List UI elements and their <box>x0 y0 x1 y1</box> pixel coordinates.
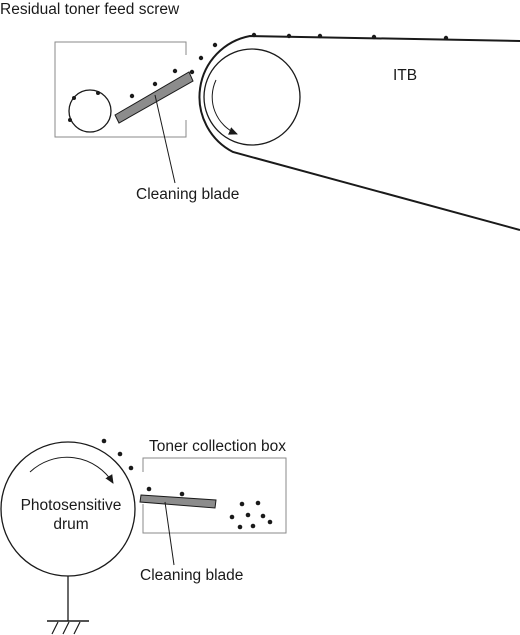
itb-blade-leader-line <box>154 94 176 184</box>
screw-housing <box>54 41 187 138</box>
drum-cleaning-blade <box>139 494 217 509</box>
drum-toner-particles <box>101 438 185 497</box>
itb-cleaning-blade <box>114 71 194 124</box>
drum-cleaning-blade-label: Cleaning blade <box>140 567 243 584</box>
itb-belt <box>198 34 520 231</box>
toner-collection-box <box>142 457 287 534</box>
itb-label: ITB <box>393 67 417 84</box>
belt-toner-particles <box>129 32 449 99</box>
residual-toner-feed-screw-label: Residual toner feed screw <box>0 1 180 18</box>
drum-blade-leader-line <box>164 501 175 566</box>
ground-symbol <box>47 576 89 635</box>
drum-label-line1: Photosensitive <box>21 497 122 514</box>
residual-toner-feed-screw <box>68 89 112 133</box>
rotation-arrow <box>211 79 238 135</box>
toner-collection-box-label: Toner collection box <box>149 438 286 455</box>
drum-label-line2: drum <box>53 516 88 533</box>
drum-cleaning-section: Toner collection box Photosensitive drum… <box>0 438 287 635</box>
itb-cleaning-section: Residual toner feed screw Cleaning blade… <box>0 1 520 231</box>
screw-toner-particles <box>68 91 100 122</box>
itb-roller <box>203 48 301 146</box>
collected-toner-particles <box>229 500 273 530</box>
itb-cleaning-blade-label: Cleaning blade <box>136 186 239 203</box>
drum-rotation-arrow <box>29 456 114 484</box>
